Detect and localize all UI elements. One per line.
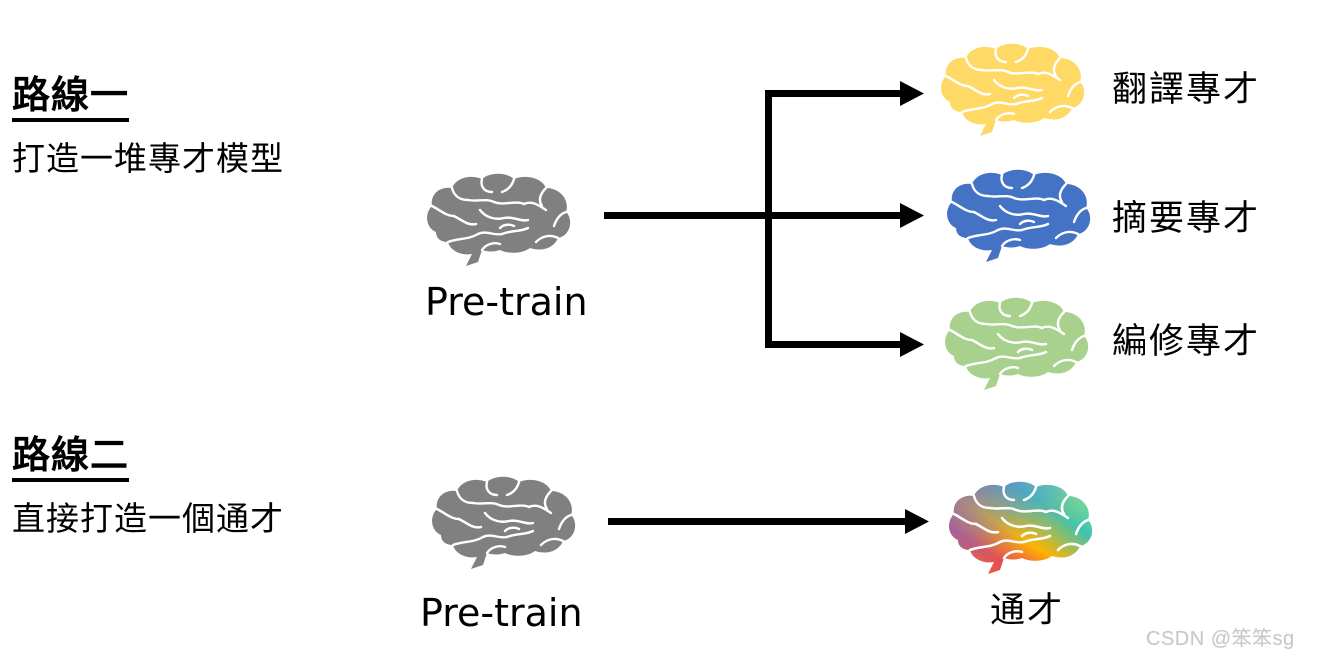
route1-source-label: Pre-train xyxy=(425,280,588,324)
arrow-right-icon xyxy=(900,81,924,106)
branch-vertical-line xyxy=(765,90,772,348)
target-label-translation: 翻譯專才 xyxy=(1112,70,1261,110)
branch-line-summary xyxy=(770,212,905,219)
route2-line xyxy=(608,518,910,525)
route2-title: 路線二 xyxy=(12,436,130,482)
arrow-right-icon xyxy=(905,509,929,534)
target-label-generalist: 通才 xyxy=(990,591,1065,631)
route1-subtitle: 打造一堆專才模型 xyxy=(12,139,284,178)
target-label-summary: 摘要專才 xyxy=(1112,199,1261,239)
watermark: CSDN @笨笨sg xyxy=(1146,628,1295,650)
route2-subtitle: 直接打造一個通才 xyxy=(12,499,284,538)
route2-source-label: Pre-train xyxy=(420,591,583,635)
arrow-right-icon xyxy=(900,332,924,357)
branch-line-translation xyxy=(765,90,905,97)
target-label-editing: 編修專才 xyxy=(1112,322,1261,362)
arrow-right-icon xyxy=(900,203,924,228)
route1-title: 路線一 xyxy=(12,76,130,122)
branch-line-editing xyxy=(765,341,905,348)
trunk-line xyxy=(604,212,770,219)
